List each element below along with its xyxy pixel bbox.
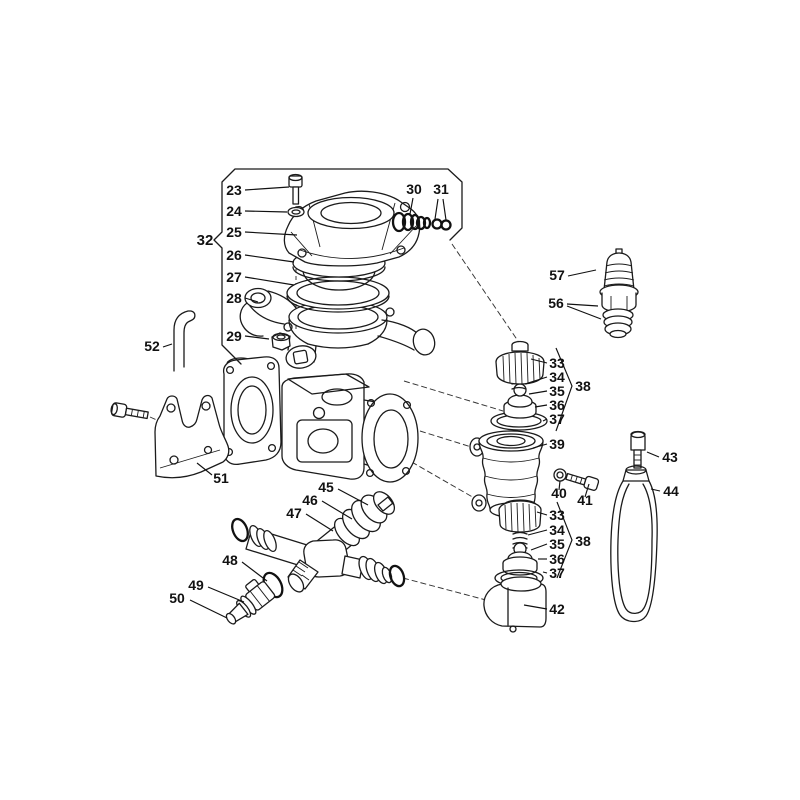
strap-44-part — [610, 465, 658, 623]
callout-28: 28 — [226, 290, 242, 306]
callout-36-upper: 36 — [549, 397, 565, 413]
callout-44: 44 — [663, 483, 679, 499]
crankcase-right-half-part — [281, 373, 419, 483]
valve-stack-30-part — [391, 211, 432, 233]
callout-40: 40 — [551, 485, 567, 501]
washer-24-part — [287, 206, 305, 218]
callout-48: 48 — [222, 552, 238, 568]
callout-41: 41 — [577, 492, 593, 508]
callout-labels: 23 24 25 26 27 28 29 30 31 32 57 56 33 3… — [144, 181, 679, 617]
callout-36-lower: 36 — [549, 551, 565, 567]
callout-23: 23 — [226, 182, 242, 198]
callout-29: 29 — [226, 328, 242, 344]
valve-kit-lower-part — [494, 499, 544, 587]
callout-37-upper: 37 — [549, 411, 565, 427]
orings-31-part — [431, 218, 452, 231]
hose-fitting-49-50-part — [225, 578, 276, 625]
head-cover-25-part — [283, 190, 421, 267]
callout-50: 50 — [169, 590, 185, 606]
callout-43: 43 — [662, 449, 678, 465]
callout-52: 52 — [144, 338, 160, 354]
bolt-43-part — [630, 430, 646, 469]
diaphragm-ring-27-part — [286, 276, 390, 313]
valve-kit-upper-part — [490, 340, 548, 431]
callout-34-lower: 34 — [549, 522, 565, 538]
oring-left-part — [231, 517, 249, 543]
callout-33-lower: 33 — [549, 507, 565, 523]
washer-40-part — [553, 468, 567, 482]
callout-26: 26 — [226, 247, 242, 263]
leader-lines — [162, 186, 661, 619]
callout-38-lower: 38 — [575, 533, 591, 549]
hose-clamps-45-46-part — [333, 491, 396, 547]
callout-32: 32 — [197, 232, 214, 249]
callout-51: 51 — [213, 470, 229, 486]
callout-30: 30 — [406, 181, 422, 197]
callout-57: 57 — [549, 267, 565, 283]
callout-42: 42 — [549, 601, 565, 617]
callout-34-upper: 34 — [549, 369, 565, 385]
bolt-23-part — [288, 173, 303, 205]
nut-29-part — [271, 332, 291, 351]
callout-27: 27 — [226, 269, 242, 285]
callout-46: 46 — [302, 492, 318, 508]
callout-31: 31 — [433, 181, 449, 197]
callout-49: 49 — [188, 577, 204, 593]
plug-56-57-part — [599, 248, 639, 339]
callout-37-lower: 37 — [549, 565, 565, 581]
callout-56: 56 — [548, 295, 564, 311]
callout-24: 24 — [226, 203, 242, 219]
callout-35-lower: 35 — [549, 536, 565, 552]
callout-39: 39 — [549, 436, 565, 452]
clip-52-part — [173, 310, 196, 372]
callout-45: 45 — [318, 479, 334, 495]
detail-frame-box — [213, 168, 463, 365]
bracket-bolt-part — [110, 402, 149, 420]
elbow-42-part — [483, 576, 547, 633]
callout-38-upper: 38 — [575, 378, 591, 394]
callout-35-upper: 35 — [549, 383, 565, 399]
crankcase-left-half-part — [222, 356, 282, 466]
callout-33-upper: 33 — [549, 355, 565, 371]
callout-25: 25 — [226, 224, 242, 240]
callout-47: 47 — [286, 505, 302, 521]
head-body-28-part — [239, 287, 436, 369]
bolt-41-part — [565, 472, 600, 491]
bracket-51-part — [154, 394, 230, 479]
